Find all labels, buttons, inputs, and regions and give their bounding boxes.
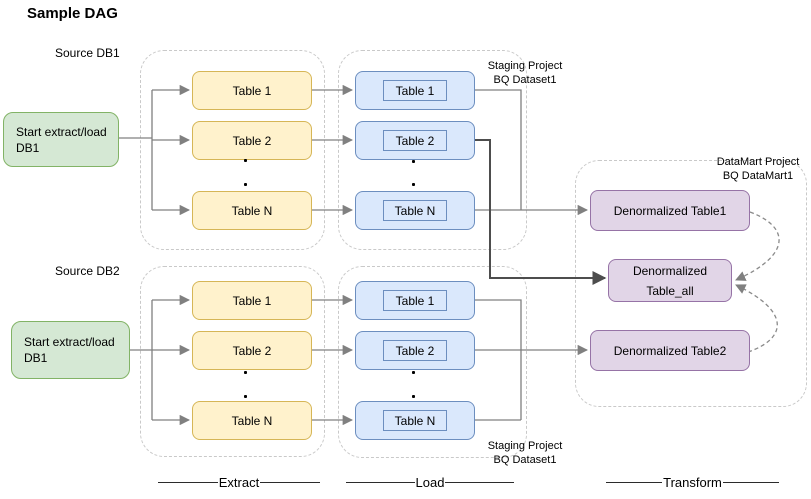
datamart-group [575, 160, 807, 407]
ellipsis-dot [412, 160, 415, 163]
denormalized-table2-node: Denormalized Table2 [590, 330, 750, 371]
stage-extract-text: Extract [218, 475, 260, 490]
staging-project-top-label: Staging Project BQ Dataset1 [468, 59, 582, 87]
staging-project-bottom-label: Staging Project BQ Dataset1 [468, 439, 582, 467]
denormalized-table-all-node: Denormalized Table_all [608, 259, 732, 302]
start-node-db2: Start extract/load DB1 [11, 321, 130, 379]
load-db2-table2: Table 2 [355, 331, 475, 370]
bq-table-frame: Table N [383, 200, 447, 221]
load-db2-tableN-label: Table N [394, 413, 436, 428]
stage-load-text: Load [415, 475, 445, 490]
ellipsis-dot [412, 395, 415, 398]
load-db2-table1: Table 1 [355, 281, 475, 320]
stage-label-transform: Transform [606, 475, 779, 490]
start-db2-line2: DB1 [24, 351, 48, 365]
load-db1-table1: Table 1 [355, 71, 475, 110]
denormalized-table1-node: Denormalized Table1 [590, 190, 750, 231]
extract-db2-table1: Table 1 [192, 281, 312, 320]
extract-db1-table2: Table 2 [192, 121, 312, 160]
start-db1-line1: Start extract/load [16, 124, 107, 139]
staging-top-line2: BQ Dataset1 [493, 74, 557, 86]
datamart-project-label: DataMart Project BQ DataMart1 [700, 155, 811, 183]
bq-table-frame: Table 2 [383, 340, 447, 361]
ellipsis-dot [244, 395, 247, 398]
stage-line [260, 482, 320, 483]
datamart-line1: DataMart Project [716, 156, 800, 168]
ellipsis-dot [412, 371, 415, 374]
staging-bottom-line2: BQ Dataset1 [493, 454, 557, 466]
load-db1-table1-label: Table 1 [395, 83, 435, 98]
extract-db2-tableN: Table N [192, 401, 312, 440]
stage-label-load: Load [346, 475, 515, 490]
load-db1-table2-label: Table 2 [395, 133, 435, 148]
bq-table-frame: Table 1 [383, 80, 447, 101]
load-db1-table2: Table 2 [355, 121, 475, 160]
extract-db1-table1: Table 1 [192, 71, 312, 110]
diagram-title: Sample DAG [27, 5, 118, 22]
staging-top-line1: Staging Project [487, 60, 563, 72]
extract-db1-tableN: Table N [192, 191, 312, 230]
ellipsis-dot [244, 159, 247, 162]
bq-table-frame: Table 2 [383, 130, 447, 151]
bq-table-frame: Table 1 [383, 290, 447, 311]
table-all-line1: Denormalized [632, 263, 708, 278]
load-db2-group [338, 266, 527, 458]
bq-table-frame: Table N [383, 410, 447, 431]
load-db1-tableN-label: Table N [394, 203, 436, 218]
stage-line [445, 482, 515, 483]
source-db1-label: Source DB1 [55, 46, 120, 60]
stage-line [722, 482, 779, 483]
start-db1-line2: DB1 [16, 140, 40, 155]
ellipsis-dot [244, 371, 247, 374]
start-node-db1: Start extract/load DB1 [3, 112, 119, 167]
start-db2-line1: Start extract/load [24, 335, 115, 349]
stage-line [606, 482, 663, 483]
stage-line [158, 482, 218, 483]
staging-bottom-line1: Staging Project [487, 440, 563, 452]
stage-label-extract: Extract [158, 475, 320, 490]
stage-transform-text: Transform [663, 475, 722, 490]
load-db1-tableN: Table N [355, 191, 475, 230]
datamart-line2: BQ DataMart1 [722, 170, 794, 182]
ellipsis-dot [244, 183, 247, 186]
table-all-line2: Table_all [646, 283, 694, 298]
ellipsis-dot [412, 183, 415, 186]
stage-line [346, 482, 415, 483]
load-db2-table2-label: Table 2 [395, 343, 435, 358]
extract-db2-table2: Table 2 [192, 331, 312, 370]
load-db2-tableN: Table N [355, 401, 475, 440]
load-db2-table1-label: Table 1 [395, 293, 435, 308]
source-db2-label: Source DB2 [55, 264, 120, 278]
